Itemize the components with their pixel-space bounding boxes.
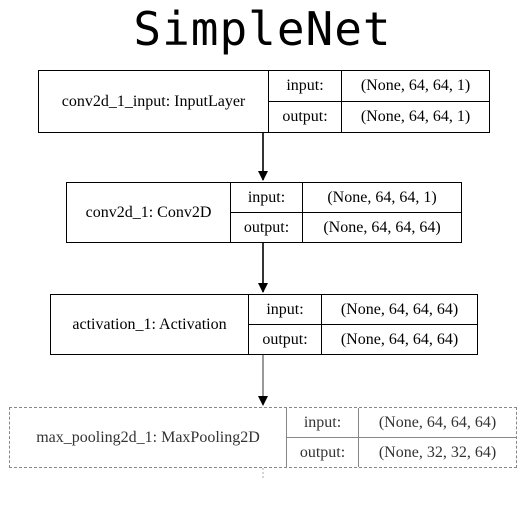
port-labels: input: output: bbox=[287, 408, 359, 467]
layer-node-input: conv2d_1_input: InputLayer input: output… bbox=[38, 70, 490, 133]
input-port-label: input: bbox=[269, 71, 341, 102]
output-port-label: output: bbox=[282, 108, 328, 125]
layer-node-conv2d: conv2d_1: Conv2D input: output: (None, 6… bbox=[66, 182, 462, 243]
port-labels: input: output: bbox=[269, 71, 342, 132]
output-shape: (None, 32, 32, 64) bbox=[378, 443, 497, 461]
output-port-label: output: bbox=[243, 218, 290, 236]
layer-name: activation_1: Activation bbox=[51, 295, 249, 354]
output-shape: (None, 64, 64, 1) bbox=[360, 108, 471, 125]
input-shape: (None, 64, 64, 1) bbox=[303, 183, 461, 213]
diagram-title: SimpleNet bbox=[133, 2, 392, 56]
input-port-label: input: bbox=[249, 295, 321, 325]
port-values: (None, 64, 64, 1) (None, 64, 64, 64) bbox=[303, 183, 461, 242]
input-shape: (None, 64, 64, 1) bbox=[342, 71, 489, 102]
output-shape: (None, 64, 64, 64) bbox=[323, 218, 441, 236]
port-labels: input: output: bbox=[231, 183, 303, 242]
output-port-label: output: bbox=[262, 330, 308, 348]
layer-node-activation: activation_1: Activation input: output: … bbox=[50, 294, 478, 355]
port-values: (None, 64, 64, 64) (None, 32, 32, 64) bbox=[359, 408, 516, 467]
layer-node-maxpooling: max_pooling2d_1: MaxPooling2D input: out… bbox=[9, 407, 517, 468]
input-port-label: input: bbox=[287, 408, 358, 438]
layer-name: conv2d_1_input: InputLayer bbox=[39, 71, 269, 132]
output-shape: (None, 64, 64, 64) bbox=[340, 330, 459, 348]
input-shape: (None, 64, 64, 64) bbox=[359, 408, 516, 438]
port-labels: input: output: bbox=[249, 295, 322, 354]
output-port-label: output: bbox=[299, 443, 346, 461]
input-port-label: input: bbox=[231, 183, 302, 213]
input-shape: (None, 64, 64, 64) bbox=[322, 295, 477, 325]
port-values: (None, 64, 64, 64) (None, 64, 64, 64) bbox=[322, 295, 477, 354]
layer-name: max_pooling2d_1: MaxPooling2D bbox=[10, 408, 287, 467]
port-values: (None, 64, 64, 1) (None, 64, 64, 1) bbox=[342, 71, 489, 132]
layer-name: conv2d_1: Conv2D bbox=[67, 183, 231, 242]
